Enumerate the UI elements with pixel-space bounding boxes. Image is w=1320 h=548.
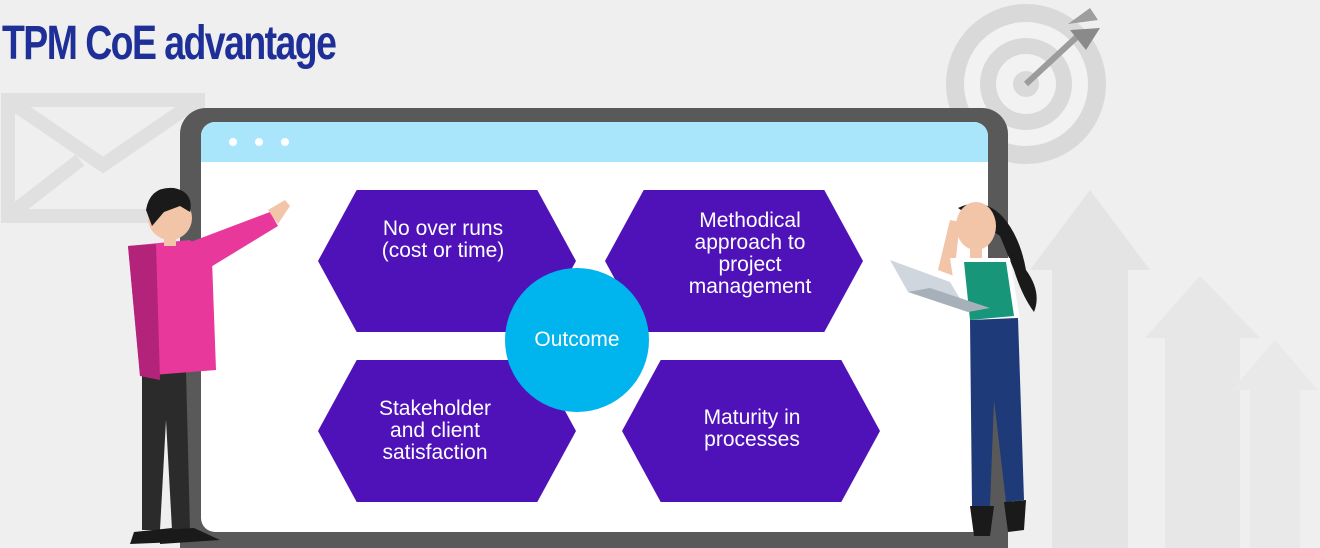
- hexagon-label: Methodical approach to project managemen…: [688, 209, 812, 298]
- outcome-circle: [505, 268, 649, 412]
- hexagon-label: No over runs (cost or time): [381, 217, 505, 262]
- up-arrow-icon: [1145, 276, 1260, 548]
- man-pointing-illustration: [128, 187, 290, 544]
- outcome-label: Outcome: [534, 328, 620, 351]
- up-arrow-icon: [1232, 340, 1318, 548]
- woman-with-laptop-illustration: [890, 202, 1037, 536]
- up-arrow-icon: [1030, 190, 1150, 548]
- hexagon-label: Maturity in processes: [703, 406, 801, 451]
- page-title: TPM CoE advantage: [2, 17, 337, 70]
- browser-bar: [201, 122, 988, 162]
- hexagon-label: Stakeholder and client satisfaction: [378, 397, 492, 464]
- hexagon-bottom-right: [622, 360, 880, 502]
- window-dot: [281, 138, 289, 146]
- window-dot: [255, 138, 263, 146]
- hexagon-top-right: [605, 190, 863, 332]
- window-dot: [229, 138, 237, 146]
